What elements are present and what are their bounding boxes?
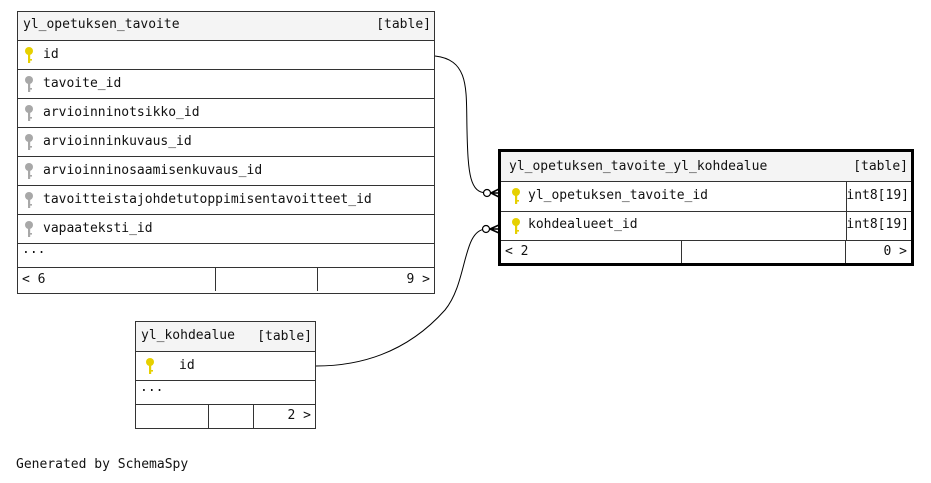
column-name: id — [43, 47, 59, 62]
foreign-key-icon — [25, 76, 33, 92]
child-count[interactable]: 0 > — [883, 244, 907, 259]
primary-key-icon — [512, 188, 520, 204]
column-name: yl_opetuksen_tavoite_id — [528, 188, 709, 203]
column-type: int8[19] — [846, 217, 909, 232]
parent-count[interactable]: < 2 — [505, 244, 529, 259]
table-header: yl_opetuksen_tavoite_yl_kohdealue [table… — [501, 152, 911, 182]
table-name[interactable]: yl_opetuksen_tavoite_yl_kohdealue — [509, 159, 768, 174]
column-row[interactable]: vapaateksti_id — [18, 215, 434, 244]
table-footer: 2 > — [136, 405, 315, 428]
relationship-optional-marker — [482, 188, 492, 198]
primary-key-icon — [512, 218, 520, 234]
table-name[interactable]: yl_kohdealue — [141, 328, 235, 343]
column-row[interactable]: id — [136, 352, 315, 381]
footer-divider — [317, 268, 318, 291]
table-header: yl_kohdealue [table] — [136, 322, 315, 352]
column-row[interactable]: id — [18, 41, 434, 70]
table-header: yl_opetuksen_tavoite [table] — [18, 12, 434, 41]
column-row[interactable]: yl_opetuksen_tavoite_id int8[19] — [501, 182, 911, 212]
generator-credit: Generated by SchemaSpy — [16, 457, 189, 472]
footer-divider — [215, 268, 216, 291]
footer-divider — [845, 241, 846, 263]
footer-divider — [681, 241, 682, 263]
foreign-key-icon — [25, 105, 33, 121]
more-columns-indicator: ... — [136, 380, 315, 405]
table-yl-opetuksen-tavoite[interactable]: yl_opetuksen_tavoite [table] id tavoite_… — [17, 11, 435, 294]
column-row[interactable]: tavoite_id — [18, 70, 434, 99]
table-footer: < 6 9 > — [18, 268, 434, 291]
footer-divider — [253, 405, 254, 428]
column-name: arvioinninosaamisenkuvaus_id — [43, 163, 263, 178]
table-yl-kohdealue[interactable]: yl_kohdealue [table] id ... 2 > — [135, 321, 316, 429]
column-type: int8[19] — [846, 188, 909, 203]
relationship-crowfoot-marker — [490, 188, 500, 198]
column-row[interactable]: tavoitteistajohdetutoppimisentavoitteet_… — [18, 186, 434, 215]
relationship-optional-marker — [481, 224, 491, 234]
child-count[interactable]: 2 > — [287, 408, 311, 423]
type-divider — [846, 182, 847, 211]
type-divider — [846, 212, 847, 240]
child-count[interactable]: 9 > — [406, 272, 430, 287]
more-columns-indicator: ... — [18, 242, 434, 268]
table-yl-opetuksen-tavoite-yl-kohdealue[interactable]: yl_opetuksen_tavoite_yl_kohdealue [table… — [498, 149, 914, 266]
relationship-line-kohdealue — [315, 228, 487, 367]
foreign-key-icon — [25, 163, 33, 179]
foreign-key-icon — [25, 134, 33, 150]
column-name: kohdealueet_id — [528, 217, 638, 232]
relationship-crowfoot-marker — [489, 224, 500, 234]
column-name: vapaateksti_id — [43, 221, 153, 236]
footer-divider — [208, 405, 209, 428]
table-kind: [table] — [853, 159, 908, 174]
column-row[interactable]: arvioinninotsikko_id — [18, 99, 434, 128]
table-kind: [table] — [257, 329, 312, 344]
table-kind: [table] — [376, 17, 431, 32]
foreign-key-icon — [25, 192, 33, 208]
column-name: arvioinninkuvaus_id — [43, 134, 192, 149]
column-row[interactable]: kohdealueet_id int8[19] — [501, 212, 911, 241]
column-name: id — [179, 358, 195, 373]
foreign-key-icon — [25, 221, 33, 237]
table-footer: < 2 0 > — [501, 241, 911, 263]
parent-count[interactable]: < 6 — [22, 272, 46, 287]
column-name: arvioinninotsikko_id — [43, 105, 200, 120]
primary-key-icon — [25, 47, 33, 63]
column-name: tavoitteistajohdetutoppimisentavoitteet_… — [43, 192, 372, 207]
column-row[interactable]: arvioinninosaamisenkuvaus_id — [18, 157, 434, 186]
column-row[interactable]: arvioinninkuvaus_id — [18, 128, 434, 157]
relationship-line-tavoite — [434, 55, 488, 194]
column-name: tavoite_id — [43, 76, 122, 91]
primary-key-icon — [146, 358, 154, 374]
table-name[interactable]: yl_opetuksen_tavoite — [23, 17, 180, 32]
